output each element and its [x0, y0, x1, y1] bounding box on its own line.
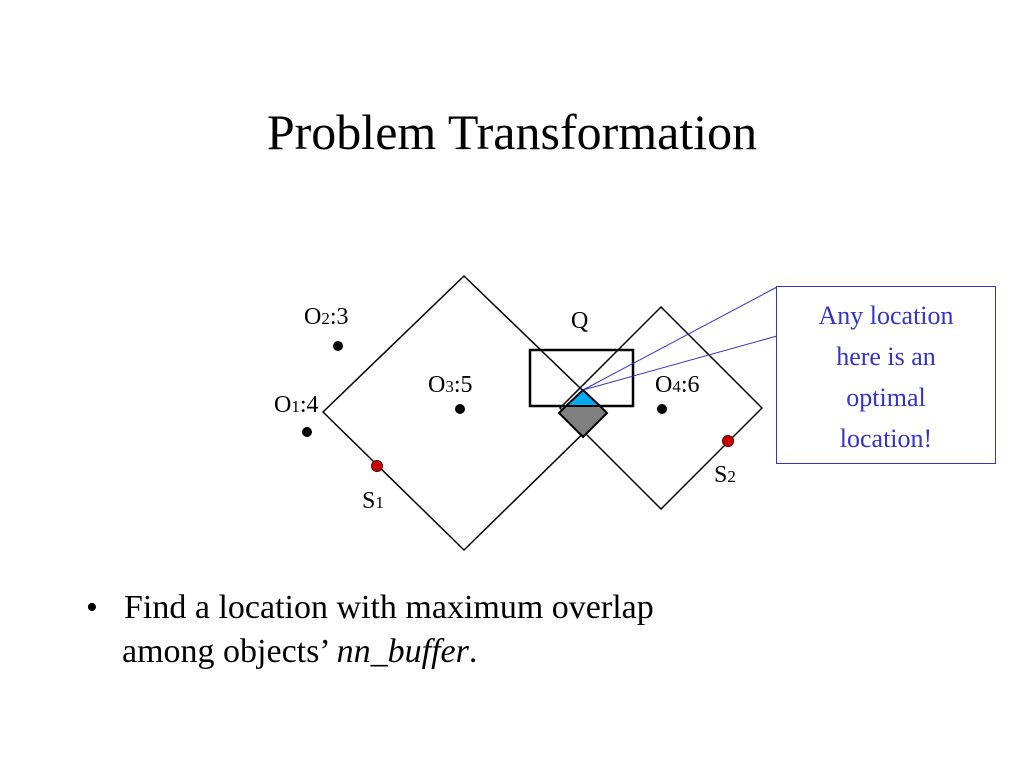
nn-buffer-right-diamond [558, 305, 764, 511]
callout-line: here is an [836, 342, 936, 371]
callout-box: Any location here is an optimal location… [776, 286, 996, 464]
callout-pointer-line [582, 335, 778, 391]
callout-line: location! [839, 424, 933, 453]
object-point-o3 [455, 404, 465, 414]
object-label-o4: O4:6 [655, 372, 700, 398]
nn-buffer-large-diamond [321, 274, 607, 552]
site-label-s1: S1 [362, 488, 384, 514]
optimal-region [563, 388, 603, 407]
object-point-o4 [657, 404, 667, 414]
callout-pointer-line [582, 286, 778, 391]
object-point-o2 [333, 341, 343, 351]
bullet-text-line2: among objects’ nn_buffer. [122, 633, 478, 670]
slide-title: Problem Transformation [266, 104, 758, 160]
object-label-o1: O1:4 [274, 392, 319, 418]
nn-buffer-term: nn_buffer [336, 633, 469, 670]
callout-line: Any location [818, 301, 954, 330]
site-point-s2 [722, 435, 734, 447]
overlap-region [557, 405, 609, 439]
bullet-text-line1: Find a location with maximum overlap [124, 589, 654, 626]
object-label-o3: O3:5 [428, 372, 473, 398]
callout-line: optimal [846, 383, 926, 412]
bullet-mark: • [86, 589, 98, 626]
query-label: Q [571, 308, 588, 334]
object-point-o1 [302, 427, 312, 437]
site-point-s1 [371, 460, 383, 472]
site-label-s2: S2 [714, 462, 736, 488]
object-label-o2: O2:3 [304, 304, 349, 330]
bullet-text: Find a location with maximum overlap amo… [122, 586, 924, 674]
